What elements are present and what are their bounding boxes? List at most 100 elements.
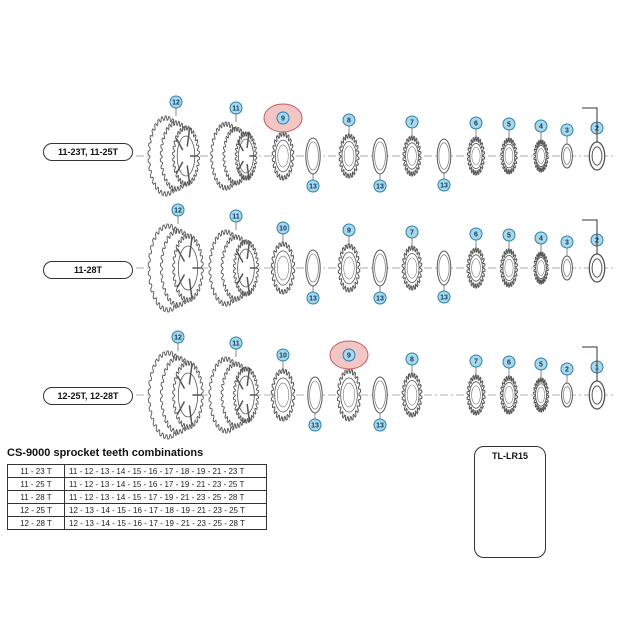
gear-part: 7 [466, 354, 486, 416]
svg-text:8: 8 [410, 357, 414, 364]
callout-3: 3 [560, 123, 574, 137]
svg-text:11: 11 [232, 106, 240, 113]
callout-11: 11 [229, 101, 243, 115]
washer-part: 2 [560, 362, 574, 408]
teeth-cell: 12 - 13 - 14 - 15 - 16 - 17 - 19 - 21 - … [64, 516, 267, 530]
svg-text:3: 3 [565, 128, 569, 135]
row-label-12-25t-12-28t: 12-25T, 12-28T [43, 387, 133, 405]
svg-text:6: 6 [474, 121, 478, 128]
gear-part: 7 [402, 115, 422, 177]
combo-cell: 11 - 23 T [7, 464, 65, 478]
callout-7: 7 [405, 115, 419, 129]
spacer-part: 13 [305, 137, 321, 193]
gear-part: 4 [533, 231, 549, 285]
callout-4: 4 [534, 119, 548, 133]
callout-8: 8 [342, 113, 356, 127]
svg-text:10: 10 [279, 353, 287, 360]
row-label-11-23t-11-25t: 11-23T, 11-25T [43, 143, 133, 161]
spacer-part: 13 [372, 376, 388, 432]
cluster-part: 11 [208, 209, 260, 307]
table-title: CS-9000 sprocket teeth combinations [7, 447, 204, 459]
callout-6: 6 [469, 116, 483, 130]
cluster-part: 12 [147, 95, 200, 197]
callout-12: 12 [171, 330, 185, 344]
gear-part: 5 [499, 228, 519, 288]
gear-part: 10 [270, 348, 296, 422]
callout-12: 12 [169, 95, 183, 109]
svg-text:12: 12 [174, 335, 182, 342]
callout-5: 5 [534, 357, 548, 371]
svg-text:13: 13 [440, 183, 448, 190]
svg-text:13: 13 [311, 423, 319, 430]
gear-part: 4 [533, 119, 549, 173]
gear-part: 9 [337, 223, 361, 293]
callout-3: 3 [560, 235, 574, 249]
callout-bracket [582, 346, 598, 381]
gear-part: 9 [329, 340, 369, 422]
callout-5: 5 [502, 117, 516, 131]
svg-text:13: 13 [309, 296, 317, 303]
spacer-part: 13 [436, 250, 452, 304]
callout-13: 13 [437, 290, 451, 304]
callout-bracket [582, 219, 598, 254]
callout-13: 13 [373, 418, 387, 432]
spacer-part: 13 [372, 137, 388, 193]
svg-text:4: 4 [539, 236, 543, 243]
svg-text:4: 4 [539, 124, 543, 131]
svg-text:3: 3 [565, 240, 569, 247]
teeth-cell: 11 - 12 - 13 - 14 - 15 - 17 - 19 - 21 - … [64, 490, 267, 504]
svg-text:5: 5 [507, 233, 511, 240]
svg-text:13: 13 [376, 296, 384, 303]
gear-part: 9 [263, 103, 303, 181]
svg-text:2: 2 [565, 367, 569, 374]
callout-6: 6 [502, 355, 516, 369]
gear-part: 6 [466, 227, 486, 289]
combo-cell: 11 - 28 T [7, 490, 65, 504]
callout-13: 13 [373, 291, 387, 305]
gear-part: 5 [532, 357, 550, 413]
cluster-part: 12 [147, 330, 204, 440]
callout-10: 10 [276, 221, 290, 235]
combo-cell: 11 - 25 T [7, 477, 65, 491]
teeth-cell: 11 - 12 - 13 - 14 - 15 - 16 - 17 - 18 - … [64, 464, 267, 478]
callout-4: 4 [534, 231, 548, 245]
svg-text:13: 13 [376, 423, 384, 430]
gear-part: 10 [270, 221, 296, 295]
washer-part: 3 [560, 123, 574, 169]
svg-text:13: 13 [440, 295, 448, 302]
callout-13: 13 [306, 291, 320, 305]
callout-bracket [582, 107, 598, 142]
gear-part: 6 [499, 355, 519, 415]
svg-text:10: 10 [279, 226, 287, 233]
teeth-cell: 12 - 13 - 14 - 15 - 16 - 17 - 18 - 19 - … [64, 503, 267, 517]
gear-part: 8 [401, 352, 423, 418]
cluster-part: 11 [208, 336, 260, 434]
cassette-row: 12 11 9 13 8 13 7 13 6 5 4 3 2 [136, 95, 615, 197]
callout-7: 7 [405, 225, 419, 239]
svg-text:13: 13 [376, 184, 384, 191]
gear-part: 5 [500, 117, 518, 175]
svg-text:13: 13 [309, 184, 317, 191]
svg-text:7: 7 [410, 120, 414, 127]
svg-text:12: 12 [174, 208, 182, 215]
spacer-part: 13 [372, 249, 388, 305]
callout-2: 2 [560, 362, 574, 376]
svg-text:7: 7 [474, 359, 478, 366]
tool-box: TL-LR15 [474, 446, 546, 558]
svg-text:6: 6 [474, 232, 478, 239]
callout-10: 10 [276, 348, 290, 362]
cluster-part: 11 [210, 101, 258, 191]
svg-text:11: 11 [232, 341, 240, 348]
lockring-part: 2 [588, 121, 606, 171]
spacer-part: 13 [436, 138, 452, 192]
callout-9: 9 [342, 223, 356, 237]
svg-text:11: 11 [232, 214, 240, 221]
